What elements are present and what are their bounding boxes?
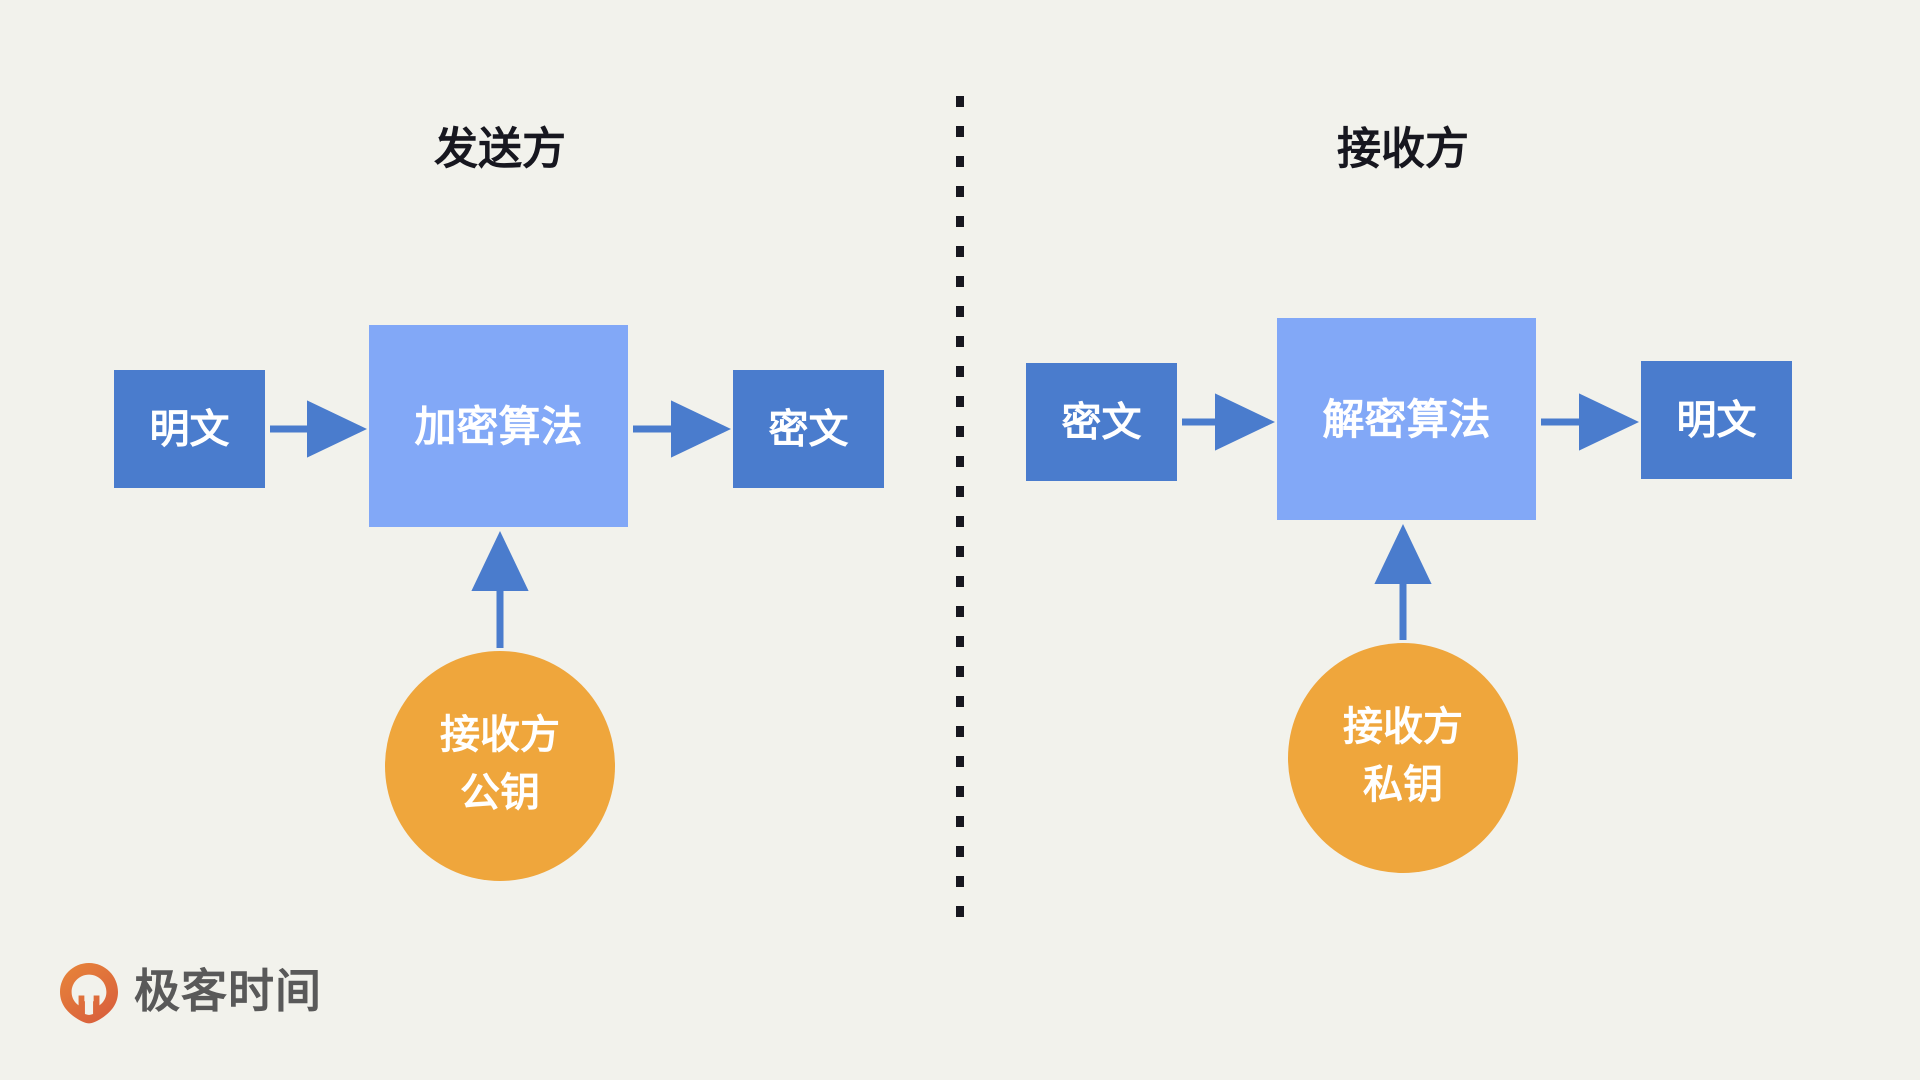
node-ciphertext-input[interactable]: 密文 xyxy=(1026,363,1177,481)
node-decryption-algorithm-shape xyxy=(1277,318,1536,520)
node-decryption-algorithm[interactable]: 解密算法 xyxy=(1277,318,1536,520)
node-receiver-public-key-shape xyxy=(385,651,615,881)
node-ciphertext-output-label: 密文 xyxy=(769,408,849,452)
node-plaintext-output-shape xyxy=(1641,361,1792,479)
node-encryption-algorithm-shape xyxy=(369,325,628,527)
receiver-panel: 接收方 密文 解密算法 明文 接收方 私钥 xyxy=(1026,125,1792,873)
node-decryption-algorithm-label: 解密算法 xyxy=(1322,396,1490,443)
node-encryption-algorithm[interactable]: 加密算法 xyxy=(369,325,628,527)
node-receiver-private-key-line2: 私钥 xyxy=(1363,763,1443,807)
node-ciphertext-input-shape xyxy=(1026,363,1177,481)
sender-title: 发送方 xyxy=(434,125,566,174)
node-plaintext-input-label: 明文 xyxy=(150,408,230,452)
sender-panel: 发送方 明文 加密算法 密文 接收方 公钥 xyxy=(114,125,884,881)
receiver-title: 接收方 xyxy=(1337,125,1469,174)
geekbang-logo: 极客时间 xyxy=(60,963,322,1024)
node-receiver-public-key-line1: 接收方 xyxy=(440,713,560,757)
node-plaintext-input-shape xyxy=(114,370,265,488)
node-encryption-algorithm-label: 加密算法 xyxy=(414,403,582,450)
node-plaintext-input[interactable]: 明文 xyxy=(114,370,265,488)
node-receiver-public-key-line2: 公钥 xyxy=(460,771,540,815)
node-receiver-private-key[interactable]: 接收方 私钥 xyxy=(1288,643,1518,873)
node-plaintext-output-label: 明文 xyxy=(1677,399,1757,443)
geekbang-logo-text: 极客时间 xyxy=(134,965,322,1017)
node-receiver-private-key-line1: 接收方 xyxy=(1343,705,1463,749)
node-ciphertext-output[interactable]: 密文 xyxy=(733,370,884,488)
node-ciphertext-output-shape xyxy=(733,370,884,488)
node-ciphertext-input-label: 密文 xyxy=(1062,401,1142,445)
geekbang-mark-icon xyxy=(60,963,118,1024)
node-receiver-private-key-shape xyxy=(1288,643,1518,873)
node-plaintext-output[interactable]: 明文 xyxy=(1641,361,1792,479)
node-receiver-public-key[interactable]: 接收方 公钥 xyxy=(385,651,615,881)
